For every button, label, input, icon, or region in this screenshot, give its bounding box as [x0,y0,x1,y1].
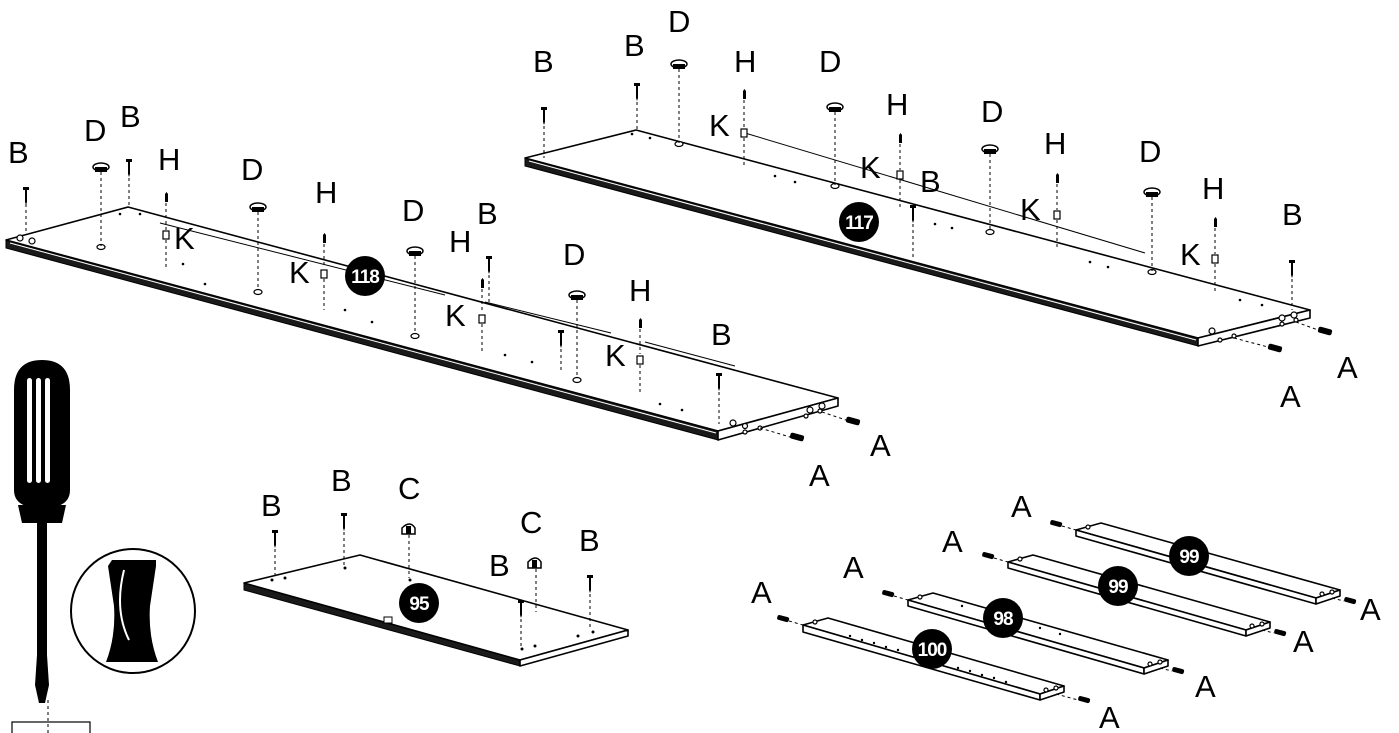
label-a: A [1360,592,1381,627]
part-badge-117: 117 [839,202,879,242]
label-k: K [445,298,466,333]
label-c: C [398,471,420,506]
label-h: H [1202,171,1224,206]
label-k: K [709,108,730,143]
label-b: B [711,317,732,352]
label-k: K [605,338,626,373]
label-k: K [1180,237,1201,272]
label-a: A [870,428,891,463]
label-h: H [734,44,756,79]
label-h: H [158,142,180,177]
label-h: H [886,87,908,122]
label-k: K [860,150,881,185]
label-b: B [120,99,141,134]
label-d: D [84,113,106,148]
label-h: H [315,175,337,210]
panel-117 [524,129,1311,347]
label-a: A [1337,350,1358,385]
part-number: 118 [351,267,379,288]
part-number: 99 [1179,547,1199,568]
part-number: 95 [409,594,430,615]
label-d: D [668,4,690,39]
part-badge-95: 95 [399,583,439,623]
part-number: 100 [918,640,947,661]
label-d: D [819,44,841,79]
label-h: H [1044,126,1066,161]
panel-118 [5,206,839,441]
label-b: B [331,463,352,498]
label-a: A [751,575,772,610]
label-a: A [1293,624,1314,659]
label-a: A [809,458,830,493]
rail-98 [882,589,1185,675]
label-b: B [624,28,645,63]
label-d: D [981,94,1003,129]
label-b: B [579,523,600,558]
label-a: A [1195,669,1216,704]
fasteners-95 [272,513,593,648]
label-b: B [1282,197,1303,232]
label-b: B [489,548,510,583]
part-badge-118: 118 [345,256,385,296]
label-a: A [942,524,963,559]
part-number: 98 [993,609,1013,630]
fasteners-118 [23,159,861,442]
part-badge-100: 100 [912,629,952,669]
label-b: B [533,44,554,79]
label-d: D [1139,134,1161,169]
label-d: D [563,237,585,272]
fasteners-117 [541,59,1333,353]
label-k: K [289,255,310,290]
label-b: B [8,135,29,170]
label-a: A [1280,379,1301,414]
label-k: K [1020,192,1041,227]
part-number: 99 [1108,577,1128,598]
part-number: 117 [845,213,873,234]
label-a: A [1099,700,1120,733]
label-b: B [920,164,941,199]
label-b: B [477,196,498,231]
label-d: D [241,152,263,187]
part-badge-99: 99 [1169,536,1209,576]
label-d: D [402,193,424,228]
flathead-screwdriver-icon [11,360,91,733]
label-b: B [261,488,282,523]
label-a: A [843,550,864,585]
part-badge-99: 99 [1098,566,1138,606]
label-c: C [520,505,542,540]
part-badge-98: 98 [983,598,1023,638]
label-h: H [449,224,471,259]
screwdriver-tip-detail-icon [70,548,196,674]
label-k: K [174,221,195,256]
label-h: H [629,273,651,308]
label-a: A [1011,489,1032,524]
